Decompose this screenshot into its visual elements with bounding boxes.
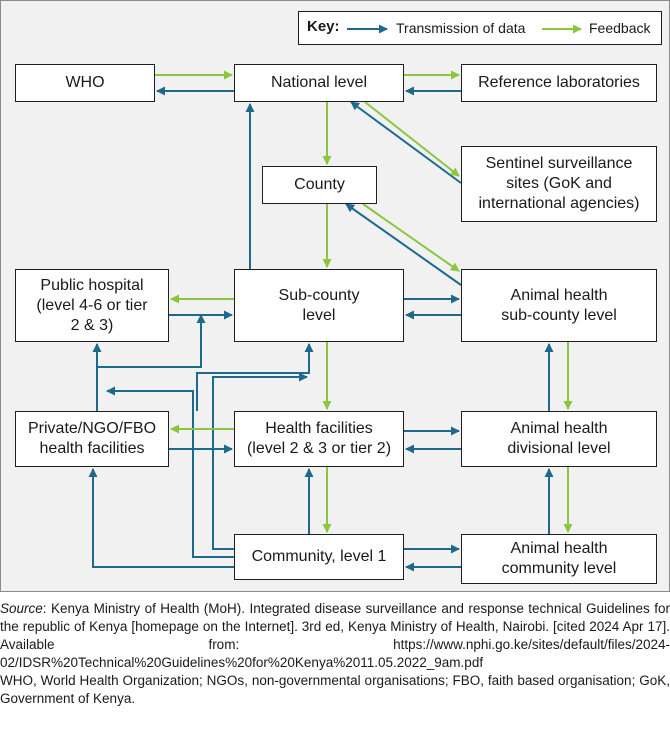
transmission-community-to-private [88,468,234,568]
source-note: Source: Kenya Ministry of Health (MoH). … [0,600,670,672]
source-text: : Kenya Ministry of Health (MoH). Integr… [0,601,670,670]
transmission-arrows [88,86,554,572]
node-public-hospital: Public hospital (level 4-6 or tier 2 & 3… [15,269,169,342]
transmission-facilities-to-subcounty [196,343,314,411]
node-county: County [262,166,377,204]
transmission-community-to-subcounty [212,372,308,550]
diagram-panel: Key: Transmission of data Feedback WHO N… [0,0,670,592]
transmission-sentinel-to-national [350,101,462,184]
feedback-national-to-sentinel [364,101,460,177]
node-community-level: Community, level 1 [234,534,404,580]
node-who: WHO [15,64,155,102]
node-animal-sub-county: Animal health sub-county level [461,269,657,342]
source-label: Source [0,601,43,616]
feedback-arrows [155,70,573,533]
node-sub-county-level: Sub-county level [234,269,404,342]
node-private-ngo-fbo: Private/NGO/FBO health facilities [15,411,169,467]
transmission-private-to-subcounty-line [97,314,206,368]
legend-box: Key: Transmission of data Feedback [298,11,662,45]
arrow-layer [88,70,573,572]
feedback-county-to-animal-subcounty [362,203,460,272]
node-health-facilities: Health facilities (level 2 & 3 or tier 2… [234,411,404,467]
node-animal-divisional: Animal health divisional level [461,411,657,467]
legend-feedback-label: Feedback [589,20,651,36]
node-sentinel-sites: Sentinel surveillance sites (GoK and int… [461,146,657,222]
legend-title: Key: [307,18,340,35]
transmission-community-to-health-region [106,386,234,558]
node-reference-laboratories: Reference laboratories [461,64,657,102]
legend-arrows [347,24,582,34]
node-national-level: National level [234,64,404,102]
node-animal-community: Animal health community level [461,534,657,584]
legend-transmission-label: Transmission of data [396,20,526,36]
transmission-animal-subcounty-to-county [345,203,462,286]
abbreviations-note: WHO, World Health Organization; NGOs, no… [0,673,670,706]
